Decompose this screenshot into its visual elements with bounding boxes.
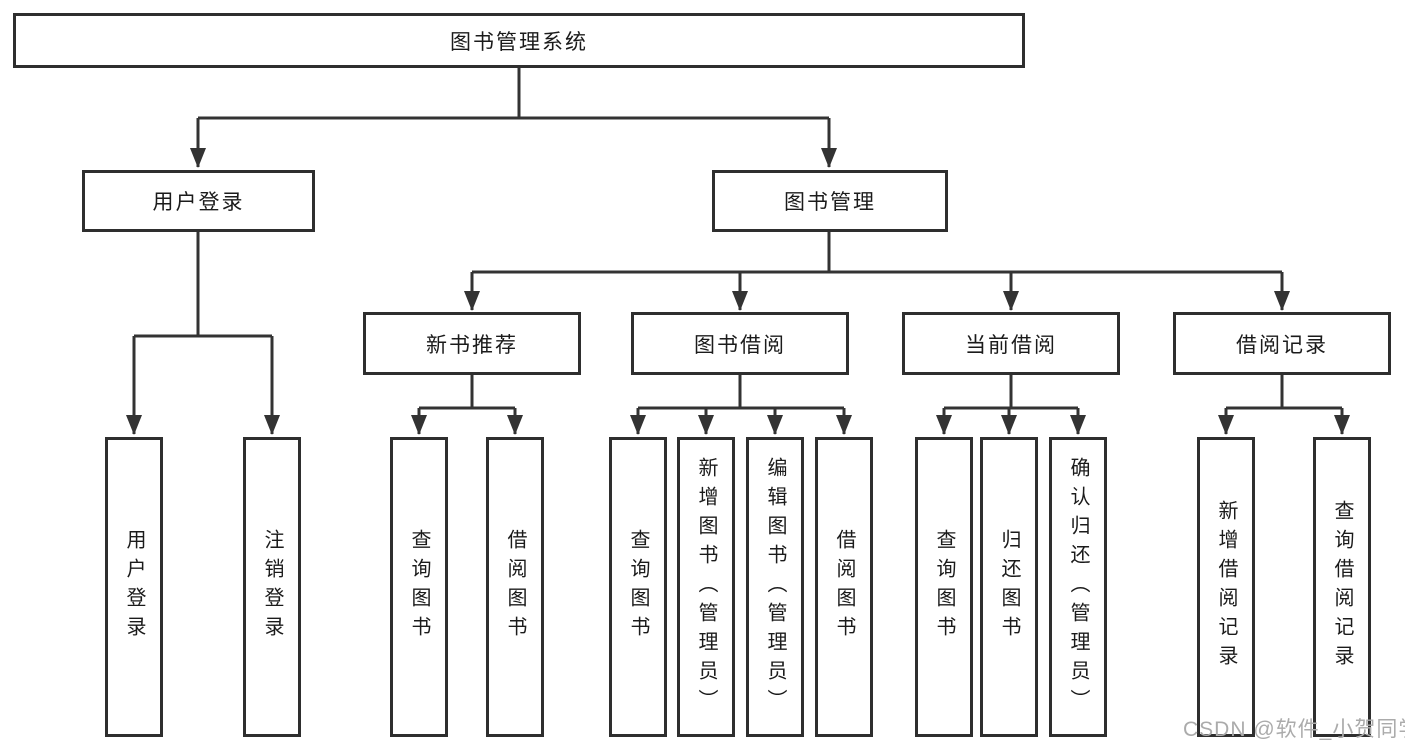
node-new-book-recommendation: 新书推荐 — [363, 312, 581, 375]
connector-current-borrowing-group — [936, 375, 1086, 435]
leaf-newrec-borrow-books: 借阅图书 — [486, 437, 544, 737]
leaf-current-query-books: 查询图书 — [915, 437, 973, 737]
leaf-label: 查询图书 — [627, 529, 649, 645]
leaf-current-return-books: 归还图书 — [980, 437, 1038, 737]
node-label: 当前借阅 — [965, 333, 1057, 357]
leaf-label: 编辑图书（管理员） — [764, 456, 786, 718]
leaf-label: 归还图书 — [998, 529, 1020, 645]
leaf-records-add-borrow-record: 新增借阅记录 — [1197, 437, 1255, 737]
node-book-management: 图书管理 — [712, 170, 948, 232]
leaf-label: 用户登录 — [123, 529, 145, 645]
leaf-label: 注销登录 — [261, 529, 283, 645]
leaf-label: 借阅图书 — [504, 529, 526, 645]
node-library-management-system: 图书管理系统 — [13, 13, 1025, 68]
connector-borrowing-records-group — [1218, 375, 1350, 435]
connector-new-book-recommendation-group — [411, 375, 523, 435]
leaf-current-confirm-return-admin: 确认归还（管理员） — [1049, 437, 1107, 737]
leaf-records-query-borrow-record: 查询借阅记录 — [1313, 437, 1371, 737]
leaf-newrec-query-books: 查询图书 — [390, 437, 448, 737]
node-user-login: 用户登录 — [82, 170, 315, 232]
node-current-borrowing: 当前借阅 — [902, 312, 1120, 375]
leaf-borrow-borrow-books: 借阅图书 — [815, 437, 873, 737]
connector-user-login-group — [126, 232, 280, 435]
leaf-label: 查询借阅记录 — [1331, 500, 1353, 674]
node-borrowing-records: 借阅记录 — [1173, 312, 1391, 375]
leaf-borrow-add-books-admin: 新增图书（管理员） — [677, 437, 735, 737]
node-label: 图书管理系统 — [450, 30, 588, 54]
leaf-label: 查询图书 — [408, 529, 430, 645]
csdn-watermark: CSDN @软件_小贺同学 — [1183, 718, 1405, 741]
leaf-borrow-edit-books-admin: 编辑图书（管理员） — [746, 437, 804, 737]
connector-root-to-level2 — [190, 68, 837, 168]
leaf-label: 查询图书 — [933, 529, 955, 645]
leaf-borrow-query-books: 查询图书 — [609, 437, 667, 737]
node-book-borrowing: 图书借阅 — [631, 312, 849, 375]
node-label: 图书借阅 — [694, 333, 786, 357]
leaf-logout: 注销登录 — [243, 437, 301, 737]
leaf-label: 借阅图书 — [833, 529, 855, 645]
leaf-label: 新增图书（管理员） — [695, 456, 717, 718]
leaf-label: 确认归还（管理员） — [1067, 456, 1089, 718]
node-label: 图书管理 — [784, 191, 876, 214]
node-label: 用户登录 — [152, 191, 245, 214]
node-label: 新书推荐 — [426, 333, 518, 357]
connector-book-management-to-level3 — [464, 232, 1290, 311]
node-label: 借阅记录 — [1236, 333, 1328, 357]
leaf-user-login: 用户登录 — [105, 437, 163, 737]
connector-book-borrowing-group — [630, 375, 852, 435]
leaf-label: 新增借阅记录 — [1215, 500, 1237, 674]
